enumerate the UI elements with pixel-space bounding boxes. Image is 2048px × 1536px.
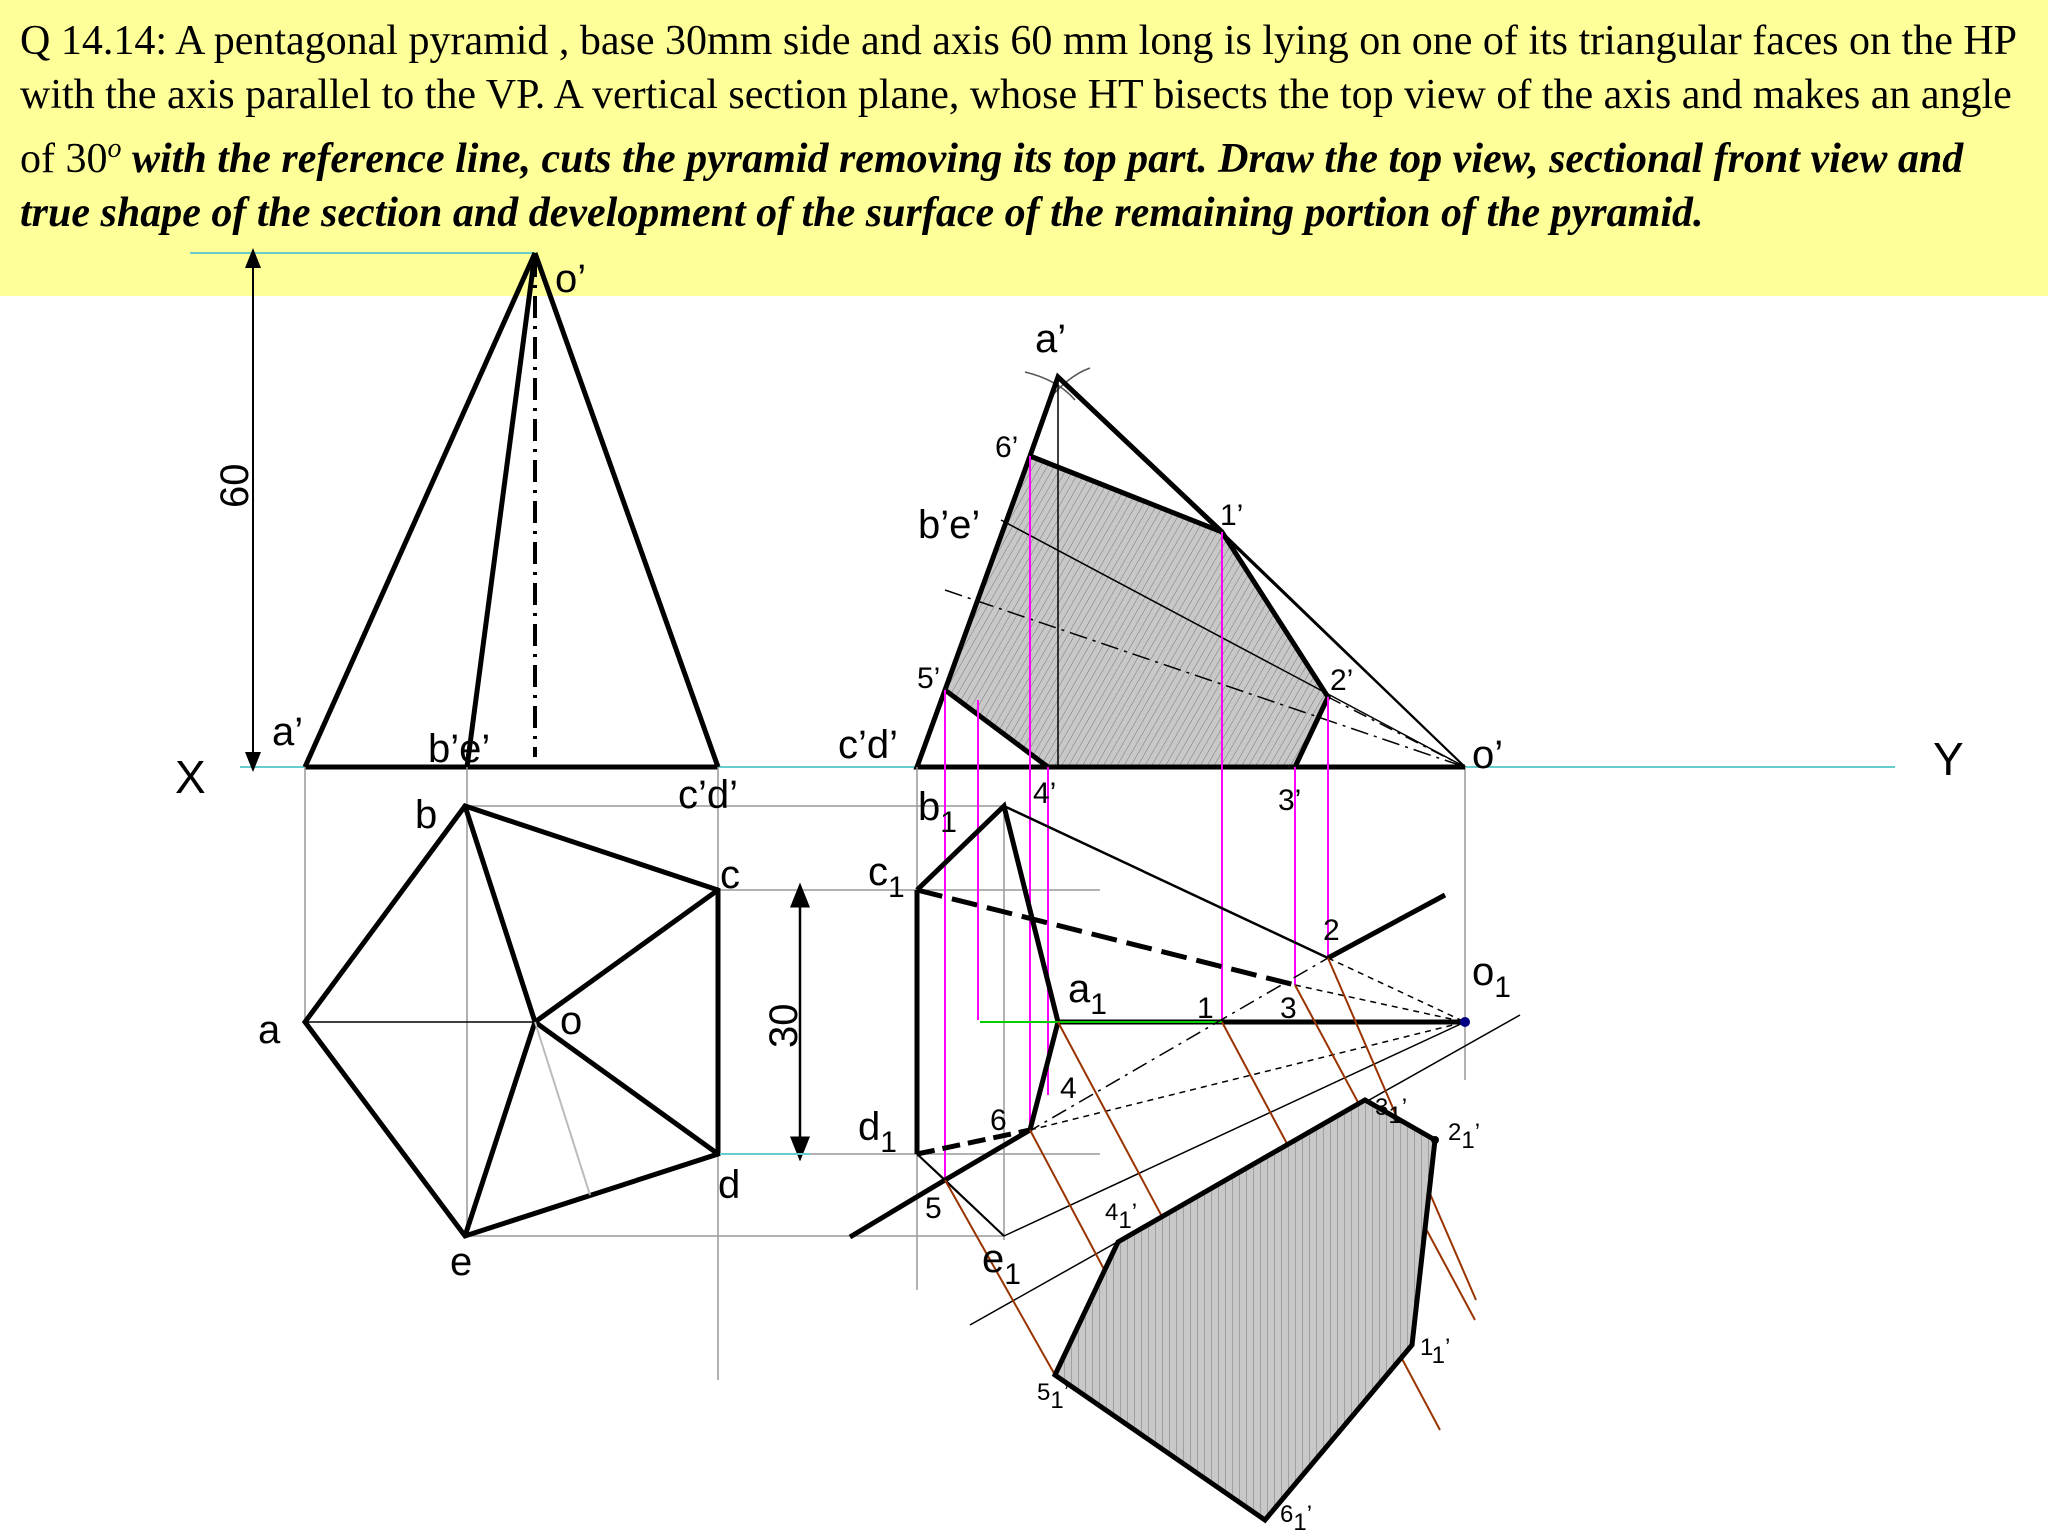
left-top-view xyxy=(301,767,1100,1380)
label-b1: b1 xyxy=(918,785,957,839)
label-b: b xyxy=(415,793,437,837)
right-top-view xyxy=(848,767,1521,1326)
label-be-prime-right: b’e’ xyxy=(918,503,980,547)
label-a: a xyxy=(258,1008,281,1052)
label-be-prime-left: b’e’ xyxy=(428,727,490,771)
label-x: X xyxy=(175,751,206,803)
right-front-view xyxy=(913,367,1466,1080)
label-c1: c1 xyxy=(868,850,905,904)
label-e: e xyxy=(450,1240,472,1284)
question-normal: Q 14.14: A pentagonal pyramid , base 30m… xyxy=(20,18,2016,182)
label-pt-1: 1 xyxy=(1197,992,1214,1025)
label-ts-5: 51’ xyxy=(1037,1379,1069,1414)
label-pt-2: 2 xyxy=(1323,914,1340,947)
question-text: Q 14.14: A pentagonal pyramid , base 30m… xyxy=(0,0,2048,296)
label-e1: e1 xyxy=(982,1237,1021,1291)
left-front-view xyxy=(302,251,721,770)
label-o-prime-right: o’ xyxy=(1472,733,1503,777)
section-face-front xyxy=(945,456,1328,767)
label-d: d xyxy=(718,1163,740,1207)
magenta-projectors xyxy=(944,456,1329,1180)
label-o-prime-left: o’ xyxy=(555,257,586,301)
question-bold: with the reference line, cuts the pyrami… xyxy=(20,136,1964,236)
label-dim-30: 30 xyxy=(762,1004,806,1049)
label-a1: a1 xyxy=(1068,967,1107,1021)
label-1-prime: 1’ xyxy=(1220,499,1243,532)
label-y: Y xyxy=(1933,733,1964,785)
dimension-30 xyxy=(720,882,810,1162)
label-4-prime: 4’ xyxy=(1033,777,1056,810)
true-shape-section xyxy=(1051,1097,1438,1524)
label-pt-4: 4 xyxy=(1060,1072,1077,1105)
label-dim-60: 60 xyxy=(213,464,257,509)
label-6-prime: 6’ xyxy=(995,431,1018,464)
label-ts-2: 21’ xyxy=(1448,1119,1480,1154)
degree-mark: o xyxy=(107,133,122,164)
label-ts-1: 11’ xyxy=(1420,1334,1450,1369)
label-c: c xyxy=(720,853,740,897)
label-ts-3: 31’ xyxy=(1375,1094,1407,1129)
label-pt-3: 3 xyxy=(1280,992,1297,1025)
label-o: o xyxy=(560,999,582,1043)
label-5-prime: 5’ xyxy=(917,662,940,695)
label-cd-prime-right: c’d’ xyxy=(838,723,898,767)
label-pt-5: 5 xyxy=(925,1192,942,1225)
label-2-prime: 2’ xyxy=(1330,664,1353,697)
label-a-prime-left: a’ xyxy=(272,710,303,754)
label-cd-prime-left: c’d’ xyxy=(678,773,738,817)
label-pt-6: 6 xyxy=(990,1104,1007,1137)
label-d1: d1 xyxy=(858,1105,897,1159)
label-ts-6: 61’ xyxy=(1280,1501,1312,1536)
label-ts-4: 41’ xyxy=(1105,1199,1137,1234)
label-a-prime-right: a’ xyxy=(1035,317,1066,361)
label-3-prime: 3’ xyxy=(1278,784,1301,817)
label-o1: o1 xyxy=(1472,950,1511,1004)
